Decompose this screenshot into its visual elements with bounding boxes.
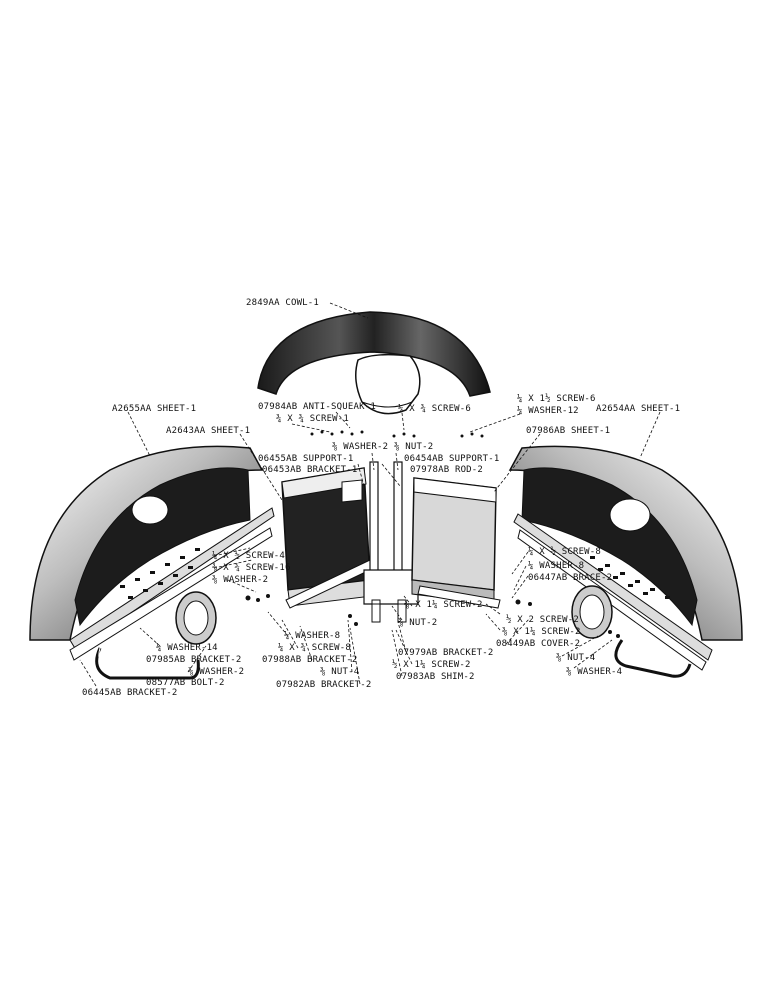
right-inner-sheet-part <box>411 477 501 609</box>
label-washer-2-left: ⅜ WASHER-2 <box>212 575 269 585</box>
label-cowl: 2849AA COWL-1 <box>246 298 320 308</box>
right-lamp-part <box>571 585 692 678</box>
label-washer-2-lower: ⅜ WASHER-2 <box>188 667 245 677</box>
label-cover-08449: 08449AB COVER-2 <box>496 639 581 649</box>
label-nut-4-right: ⅜ NUT-4 <box>556 653 596 663</box>
left-inner-sheet-part <box>281 467 375 609</box>
label-washer-4-right: ⅜ WASHER-4 <box>566 667 623 677</box>
label-washer-8-right: ¼ WASHER-8 <box>528 561 585 571</box>
label-rod-07978: 07978AB ROD-2 <box>410 465 484 475</box>
label-anti-squeak: 07984AB ANTI-SQUEAK-1 <box>258 402 376 412</box>
label-screw-12x2-2: ½ X 2 SCREW-2 <box>506 615 580 625</box>
label-screw-38x34-16: ⅜ X ¾ SCREW-16 <box>212 563 291 573</box>
label-sheet-a2654: A2654AA SHEET-1 <box>596 404 681 414</box>
label-screw-14x34-8: ¼ X ¾ SCREW-8 <box>278 643 352 653</box>
label-nut-4-mid: ⅜ NUT-4 <box>320 667 360 677</box>
label-sheet-a2643: A2643AA SHEET-1 <box>166 426 251 436</box>
label-screw-38x114-2-a: ⅜ X 1¼ SCREW-2 <box>404 600 483 610</box>
label-brace-06447: 06447AB BRACE-2 <box>528 573 613 583</box>
label-washer-2-top: ⅜ WASHER-2 <box>332 442 389 452</box>
label-bracket-07985: 07985AB BRACKET-2 <box>146 655 242 665</box>
label-shim-07983: 07983AB SHIM-2 <box>396 672 475 682</box>
leader-lines <box>79 302 661 687</box>
label-bracket-07982: 07982AB BRACKET-2 <box>276 680 372 690</box>
right-fender-part <box>508 445 743 671</box>
label-sheet-07986: 07986AB SHEET-1 <box>526 426 611 436</box>
center-supports-part <box>363 461 419 623</box>
label-support-06454: 06454AB SUPPORT-1 <box>404 454 500 464</box>
label-screw-14x34-6: ¼ X ¾ SCREW-6 <box>398 404 472 414</box>
left-lamp-part <box>95 591 217 680</box>
label-bracket-06445: 06445AB BRACKET-2 <box>82 688 178 698</box>
label-nut-2-top: ⅜ NUT-2 <box>394 442 434 452</box>
hardware-dots <box>245 430 620 638</box>
label-support-06455: 06455AB SUPPORT-1 <box>258 454 354 464</box>
label-washer-12: ¼ WASHER-12 <box>517 406 579 416</box>
label-bracket-07988: 07988AB BRACKET-2 <box>262 655 358 665</box>
left-fender-part <box>29 445 275 661</box>
label-screw-14x12-4: ¼ X ½ SCREW-4 <box>212 551 286 561</box>
label-sheet-a2655: A2655AA SHEET-1 <box>112 404 197 414</box>
label-screw-12x114-2: ½ X 1¼ SCREW-2 <box>392 660 471 670</box>
cowl-part <box>257 311 491 415</box>
label-screw-34x34: ¾ X ¾ SCREW-1 <box>276 414 350 424</box>
label-washer-8-mid: ¼ WASHER-8 <box>284 631 341 641</box>
label-washer-14: ¼ WASHER-14 <box>156 643 218 653</box>
label-screw-14x12-8: ¼ X ½ SCREW-8 <box>528 547 602 557</box>
label-screw-38x114-2-b: ⅜ X 1¼ SCREW-2 <box>502 627 581 637</box>
label-bracket-07979: 07979AB BRACKET-2 <box>398 648 494 658</box>
label-screw-14x112-6: ¼ X 1½ SCREW-6 <box>517 394 596 404</box>
label-bracket-06453: 06453AB BRACKET-1 <box>262 465 358 475</box>
label-bolt-08577: 08577AB BOLT-2 <box>146 678 225 688</box>
label-nut-2-mid: ⅜ NUT-2 <box>398 618 438 628</box>
